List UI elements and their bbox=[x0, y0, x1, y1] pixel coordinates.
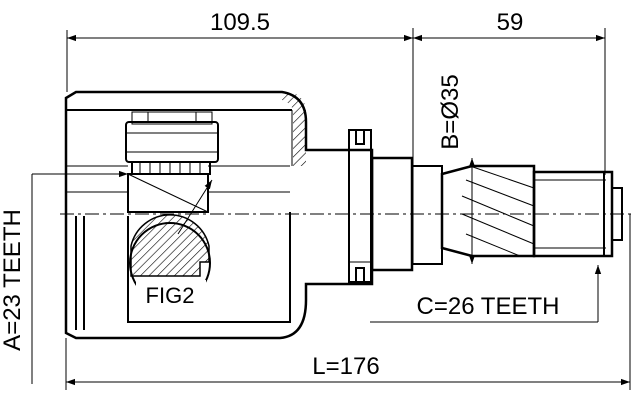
shaft-flange bbox=[348, 129, 443, 283]
teeth-c-label: C=26 TEETH bbox=[417, 293, 560, 320]
fig2-detail bbox=[129, 179, 213, 306]
dimension-teeth-c bbox=[370, 265, 602, 323]
dimension-total-length bbox=[65, 214, 631, 390]
teeth-a-label: A=23 TEETH bbox=[0, 209, 26, 351]
fig2-label: FIG2 bbox=[146, 283, 195, 308]
dimension-stem-length bbox=[413, 28, 606, 175]
dimension-teeth-a bbox=[31, 170, 128, 384]
splined-stem bbox=[440, 164, 623, 258]
dimension-housing-length bbox=[66, 28, 414, 265]
housing-length-label: 109.5 bbox=[210, 9, 270, 36]
stem-length-label: 59 bbox=[497, 9, 524, 36]
diameter-label: B=Ø35 bbox=[437, 74, 464, 149]
tripod-roller bbox=[125, 111, 219, 213]
housing-body bbox=[64, 90, 374, 340]
total-length-label: L=176 bbox=[312, 353, 379, 380]
